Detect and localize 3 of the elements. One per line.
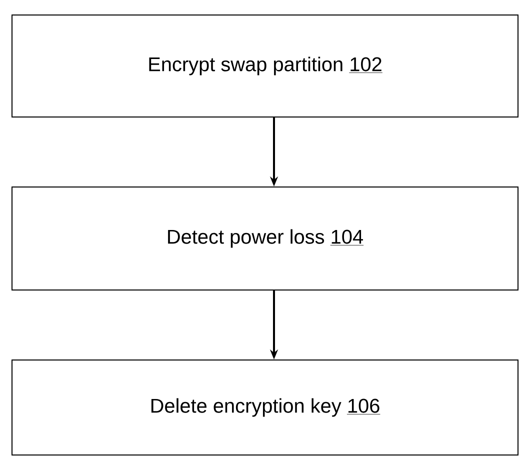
process-box: Encrypt swap partition 102	[12, 14, 518, 118]
process-box: Delete encryption key 106	[12, 360, 518, 456]
process-box: Detect power loss 104	[12, 186, 518, 290]
